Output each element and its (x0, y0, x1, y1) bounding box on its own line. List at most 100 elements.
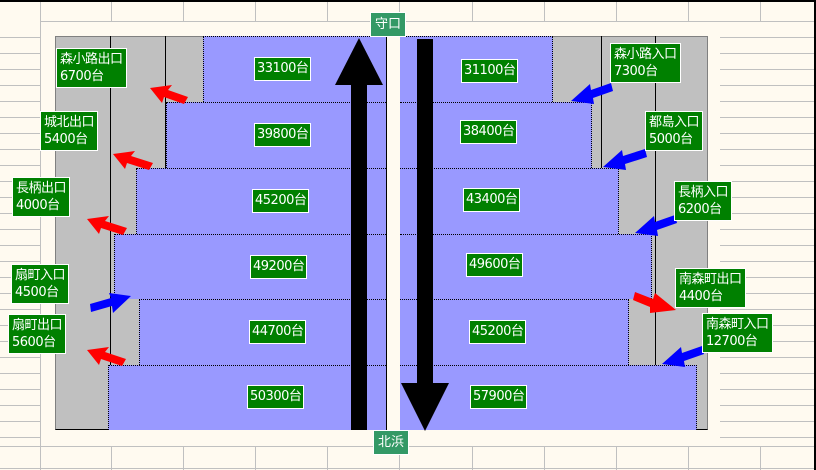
ramp-name: 長柄出口 (16, 181, 67, 196)
sheet-gridline (720, 309, 814, 310)
ramp-count: 4400台 (679, 289, 723, 304)
sheet-gridline (0, 389, 40, 390)
sheet-gridline (720, 149, 814, 150)
sheet-gridline (472, 0, 473, 22)
sheet-gridline (40, 446, 41, 470)
ramp-count: 6700台 (60, 69, 104, 84)
ramp-label-morishoji-entry: 森小路入口 7300台 (610, 43, 681, 83)
sheet-gridline (0, 468, 816, 469)
sheet-gridline (688, 446, 689, 470)
ramp-name: 都島入口 (649, 115, 700, 130)
ramp-name: 長柄入口 (678, 185, 729, 200)
sheet-gridline (183, 446, 184, 470)
section-volume-label: 44700台 (249, 320, 307, 344)
sheet-gridline (0, 149, 40, 150)
sheet-gridline (399, 0, 400, 22)
median-gap (386, 36, 400, 430)
ramp-count: 4500台 (15, 285, 59, 300)
ramp-label-nagara-entry: 長柄入口 6200台 (674, 181, 733, 221)
section-volume-label: 49200台 (250, 255, 308, 279)
section-volume-label: 31100台 (461, 59, 519, 83)
section-volume-label: 39800台 (254, 123, 312, 147)
section-volume-label: 43400台 (463, 188, 521, 212)
sheet-gridline (472, 446, 473, 470)
sheet-gridline (720, 21, 814, 22)
sheet-gridline (0, 261, 40, 262)
ramp-count: 5600台 (12, 335, 56, 350)
sheet-gridline (0, 85, 40, 86)
ramp-count: 5000台 (649, 132, 693, 147)
endpoint-top-moriguchi: 守口 (370, 12, 407, 37)
ramp-label-miyakojima-entry: 都島入口 5000台 (645, 111, 704, 151)
section-volume-label: 50300台 (247, 385, 305, 409)
sheet-gridline (720, 229, 814, 230)
sheet-gridline (720, 53, 814, 54)
sheet-gridline (720, 277, 814, 278)
sheet-gridline (0, 245, 40, 246)
sheet-gridline (0, 101, 40, 102)
sheet-gridline (720, 165, 814, 166)
ramp-count: 6200台 (678, 202, 722, 217)
sheet-gridline (0, 309, 40, 310)
ramp-name: 森小路出口 (60, 52, 123, 67)
sheet-gridline (720, 357, 814, 358)
sheet-gridline (255, 0, 256, 22)
sheet-gridline (0, 437, 40, 438)
sheet-gridline (183, 0, 184, 22)
ramp-count: 7300台 (614, 64, 658, 79)
sheet-gridline (760, 446, 761, 470)
sheet-top-border (0, 0, 816, 2)
ramp-name: 城北出口 (44, 115, 95, 130)
sheet-gridline (0, 133, 40, 134)
sheet-gridline (616, 0, 617, 22)
sheet-gridline (0, 357, 40, 358)
sheet-gridline (0, 37, 40, 38)
sheet-gridline (616, 446, 617, 470)
sheet-gridline (688, 0, 689, 22)
sheet-gridline (760, 0, 761, 22)
sheet-gridline (0, 117, 40, 118)
ramp-label-johoku-exit: 城北出口 5400台 (40, 111, 99, 151)
sheet-gridline (720, 117, 814, 118)
sheet-gridline (720, 373, 814, 374)
sheet-gridline (720, 85, 814, 86)
section-volume-label: 57900台 (470, 385, 528, 409)
sheet-gridline (0, 405, 40, 406)
sheet-gridline (720, 293, 814, 294)
sheet-gridline (0, 373, 40, 374)
sheet-gridline (720, 197, 814, 198)
section-volume-label: 45200台 (469, 320, 527, 344)
ramp-label-minamimorimachi-entry: 南森町入口 12700台 (702, 313, 773, 353)
ramp-label-nagara-exit: 長柄出口 4000台 (12, 177, 71, 217)
sheet-gridline (111, 0, 112, 22)
sheet-gridline (544, 0, 545, 22)
sheet-gridline (327, 446, 328, 470)
sheet-gridline (720, 37, 814, 38)
sheet-gridline (720, 405, 814, 406)
sheet-gridline (399, 446, 400, 470)
ramp-count: 4000台 (16, 198, 60, 213)
sheet-gridline (720, 421, 814, 422)
ramp-label-ogimachi-exit: 扇町出口 5600台 (8, 314, 67, 354)
ramp-label-morishoji-exit: 森小路出口 6700台 (56, 48, 127, 88)
sheet-gridline (544, 446, 545, 470)
section-volume-label: 33100台 (254, 57, 312, 81)
sheet-gridline (720, 389, 814, 390)
sheet-gridline (0, 69, 40, 70)
ramp-name: 扇町出口 (12, 318, 63, 333)
sheet-gridline (720, 101, 814, 102)
sheet-gridline (0, 229, 40, 230)
ramp-name: 南森町入口 (706, 317, 769, 332)
sheet-gridline (111, 446, 112, 470)
sheet-gridline (720, 261, 814, 262)
sheet-gridline (327, 0, 328, 22)
ramp-name: 扇町入口 (15, 268, 66, 283)
sheet-gridline (720, 133, 814, 134)
sheet-gridline (720, 437, 814, 438)
section-volume-label: 38400台 (460, 120, 518, 144)
ramp-count: 5400台 (44, 132, 88, 147)
sheet-gridline (720, 245, 814, 246)
sheet-gridline (0, 53, 40, 54)
ramp-count: 12700台 (706, 334, 758, 349)
